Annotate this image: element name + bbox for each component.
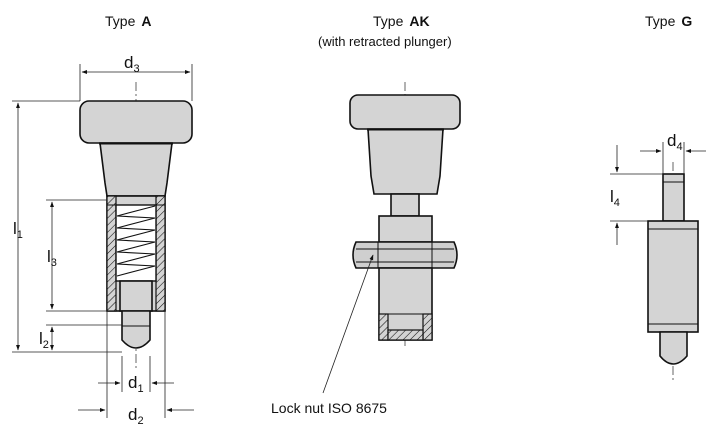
type-g-view: d4 l4 <box>610 131 706 383</box>
dim-label-l4: l4 <box>610 187 620 209</box>
dim-label-d3: d3 <box>124 53 140 75</box>
type-ak-knob <box>349 94 461 130</box>
dim-label-l2: l2 <box>39 329 49 351</box>
type-ak-view: Lock nut ISO 8675 <box>271 82 461 416</box>
type-ak-lock-nut <box>352 241 458 269</box>
type-a-view: d3 l1 l3 l2 d1 d2 <box>12 53 194 427</box>
type-a-spring <box>116 205 156 277</box>
lock-nut-label: Lock nut ISO 8675 <box>271 400 387 416</box>
dim-label-l1: l1 <box>13 219 23 241</box>
type-g-plunger-pin <box>659 331 688 365</box>
lock-nut-leader <box>322 254 374 394</box>
dim-label-l3: l3 <box>47 247 57 269</box>
type-a-plunger-pin <box>121 310 151 349</box>
type-ak-plunger-pin <box>390 193 420 217</box>
dim-label-d2: d2 <box>128 405 144 427</box>
type-a-knob <box>79 100 193 144</box>
dim-label-d1: d1 <box>128 373 144 395</box>
type-g-stud <box>662 173 685 222</box>
type-a-knob-neck <box>99 142 173 197</box>
dim-label-d4: d4 <box>667 131 683 153</box>
type-ak-knob-neck <box>367 128 444 195</box>
subtitle-type-ak: (with retracted plunger) <box>318 34 452 49</box>
type-g-threaded-body <box>647 220 699 333</box>
